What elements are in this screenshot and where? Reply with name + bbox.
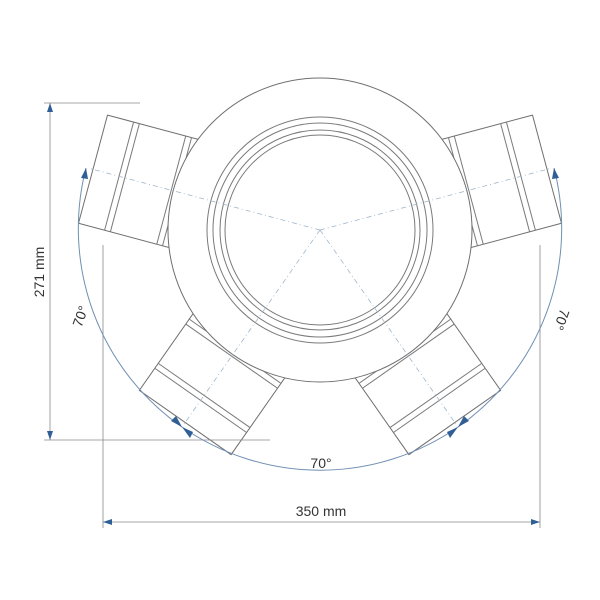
center-lines: [87, 167, 553, 428]
angle-bottom-label: 70°: [310, 455, 331, 471]
angle-left-label: 70°: [69, 304, 91, 329]
angle-arc-left: [77, 167, 183, 428]
width-label: 350 mm: [296, 503, 347, 519]
angle-right-label: 70°: [551, 307, 573, 332]
angle-arc-bottom: [181, 426, 459, 471]
height-dimension: [44, 102, 270, 441]
angle-arc-right: [457, 167, 563, 428]
width-dimension: [102, 245, 541, 528]
height-label: 271 mm: [31, 247, 47, 298]
